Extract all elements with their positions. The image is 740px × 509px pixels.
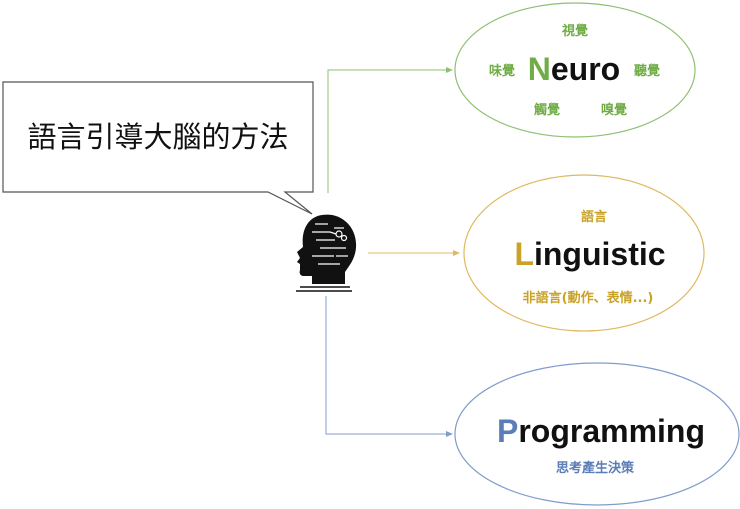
neuro-rest: euro [551,51,620,87]
programming-initial: P [497,413,518,449]
neuro-sense-right: 聽覺 [634,63,660,79]
connector-programming [325,296,449,435]
arrowhead-linguistic [453,250,460,256]
neuro-sense-top: 視覺 [561,23,588,39]
callout-text: 語言引導大腦的方法 [27,120,288,154]
neuro-ellipse [454,2,696,138]
linguistic-rest: inguistic [534,236,666,272]
node-neuro: 視覺 味覺 Neuro 聽覺 觸覺 嗅覺 [454,2,696,138]
connector-neuro [327,69,449,193]
arrowhead-programming [446,431,453,437]
neuro-sense-bottom-left: 觸覺 [534,102,560,118]
programming-rest: rogramming [518,413,705,449]
programming-ellipse [454,362,740,506]
linguistic-bottom-label: 非語言(動作、表情...) [523,290,654,306]
neuro-sense-bottom-right: 嗅覺 [601,102,627,118]
neuro-initial: N [528,51,551,87]
node-linguistic: 語言 Linguistic 非語言(動作、表情...) [463,174,705,332]
callout-box [2,81,314,215]
linguistic-initial: L [514,236,534,272]
connector-lines [325,67,460,437]
programming-title: Programming [497,413,705,449]
arrowhead-neuro [446,67,453,73]
linguistic-title: Linguistic [514,236,665,272]
linguistic-top-label: 語言 [581,209,607,225]
neuro-title: Neuro [528,51,620,87]
node-programming: Programming 思考產生決策 [454,362,740,506]
linguistic-ellipse [463,174,705,332]
programming-bottom-label: 思考產生決策 [556,460,635,476]
human-head-with-circuit-icon [296,214,357,292]
neuro-sense-left: 味覺 [489,63,515,79]
